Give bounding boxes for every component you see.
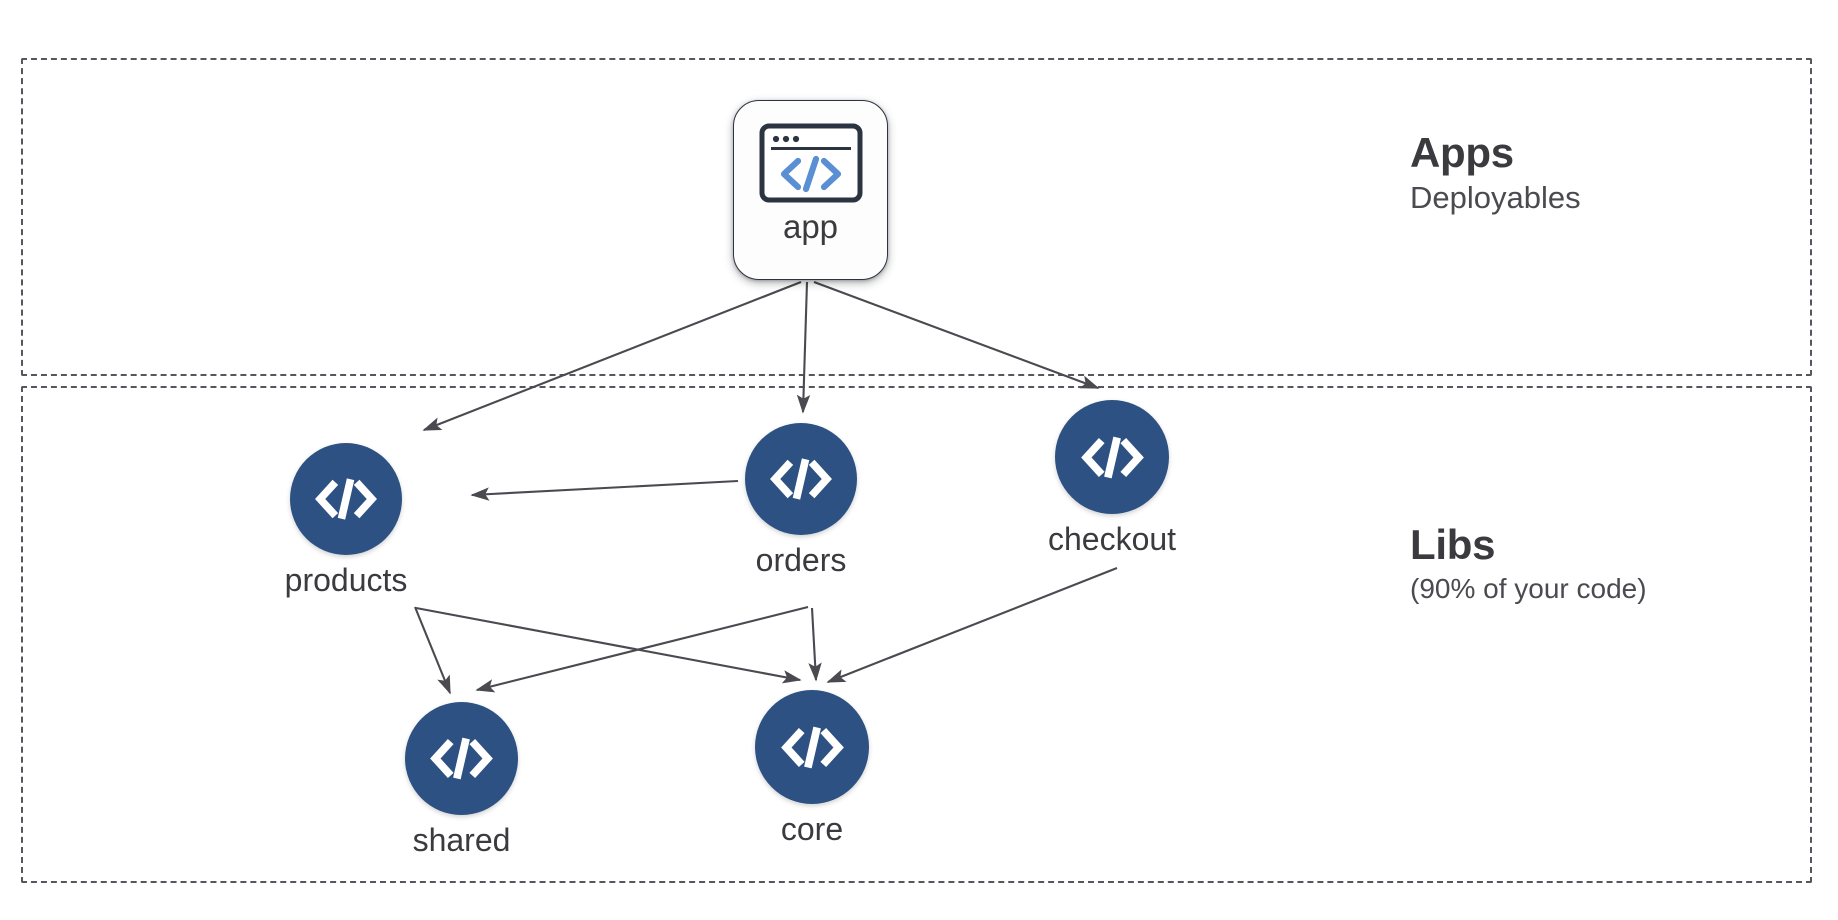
node-app-label: app (782, 208, 839, 245)
node-core[interactable]: core (755, 690, 869, 845)
node-products[interactable]: products (285, 443, 407, 596)
code-brackets-icon (755, 690, 869, 804)
zone-libs-caption: Libs (90% of your code) (1410, 521, 1647, 606)
code-brackets-icon (405, 702, 518, 815)
node-app[interactable]: app (733, 100, 888, 280)
node-orders[interactable]: orders (745, 423, 857, 576)
node-shared[interactable]: shared (405, 702, 518, 856)
zone-libs-title: Libs (1410, 521, 1496, 568)
node-shared-label: shared (412, 822, 511, 858)
zone-libs-subtitle: (90% of your code) (1410, 573, 1647, 605)
browser-code-icon (759, 123, 863, 203)
node-checkout-label: checkout (1047, 521, 1177, 557)
node-checkout[interactable]: checkout (1048, 400, 1176, 555)
code-brackets-icon (290, 443, 402, 555)
zone-apps-subtitle: Deployables (1410, 180, 1581, 216)
node-core-label: core (780, 811, 844, 847)
zone-apps-title: Apps (1410, 129, 1514, 176)
zone-apps-caption: Apps Deployables (1410, 129, 1581, 218)
node-orders-label: orders (755, 542, 847, 578)
node-products-label: products (284, 562, 408, 598)
code-brackets-icon (745, 423, 857, 535)
code-brackets-icon (1055, 400, 1169, 514)
